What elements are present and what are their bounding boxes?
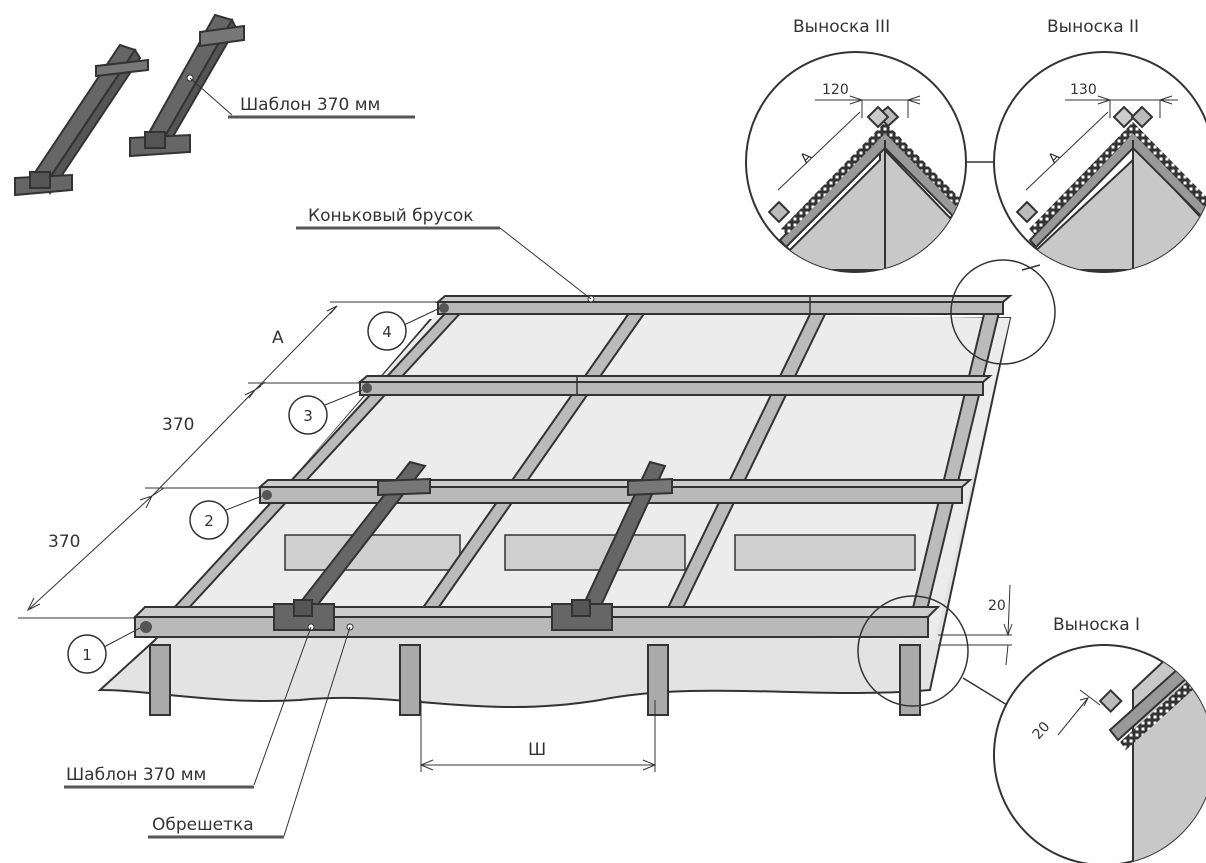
batten-1 xyxy=(132,606,941,638)
dim-20-main-label: 20 xyxy=(988,598,1006,614)
dim-width-label: Ш xyxy=(528,740,546,760)
batten-4-ridge xyxy=(435,295,1013,315)
zoom-circle-ridge xyxy=(950,259,1056,365)
callout-3: 120 A xyxy=(745,51,967,273)
dim-120: 120 xyxy=(822,82,849,98)
dim-width xyxy=(419,700,657,772)
marker-4: 4 xyxy=(367,307,441,351)
template-right xyxy=(129,13,245,158)
ridge-batten-label: Коньковый брусок xyxy=(308,206,474,226)
dim-370-lower: 370 xyxy=(48,532,80,552)
batten-2 xyxy=(257,479,973,504)
zoom-circle-eave xyxy=(857,595,969,707)
marker-3: 3 xyxy=(288,389,363,435)
lathing-label: Обрешетка xyxy=(152,815,254,835)
template-pair-top xyxy=(14,13,245,197)
template-label-bottom: Шаблон 370 мм xyxy=(66,765,206,785)
callout-1-label: Выноска I xyxy=(1053,615,1140,635)
dim-130: 130 xyxy=(1070,82,1097,98)
callout-2-label: Выноска II xyxy=(1047,17,1139,37)
insulation xyxy=(284,534,916,571)
roof-underlay xyxy=(97,310,1012,709)
rafters xyxy=(149,644,921,716)
callout-3-label: Выноска III xyxy=(793,17,890,37)
svg-text:3: 3 xyxy=(303,407,313,425)
callout-2: 130 A xyxy=(993,51,1206,273)
template-label-top: Шаблон 370 мм xyxy=(240,95,380,115)
dim-20-main xyxy=(938,584,1013,666)
template-left xyxy=(14,43,149,197)
marker-2: 2 xyxy=(189,495,263,540)
batten-3 xyxy=(357,375,993,396)
dim-370-upper: 370 xyxy=(162,415,194,435)
templates-on-roof xyxy=(273,460,673,631)
svg-text:1: 1 xyxy=(82,646,92,664)
left-dimension-chain xyxy=(18,301,438,619)
marker-1: 1 xyxy=(67,627,141,674)
callout-1: 20 xyxy=(993,644,1206,863)
svg-text:4: 4 xyxy=(382,323,392,341)
dim-a-top: A xyxy=(272,328,284,348)
svg-text:2: 2 xyxy=(204,512,214,530)
